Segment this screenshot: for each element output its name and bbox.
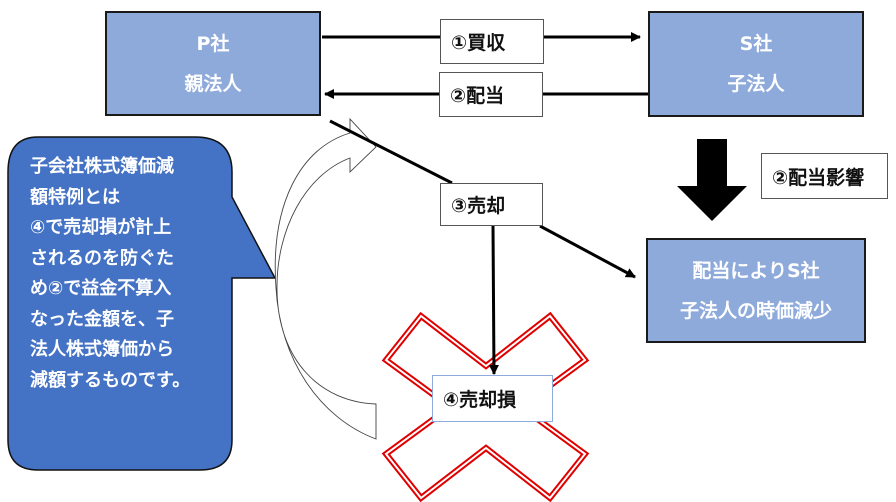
subsidiary-box: S社 子法人: [648, 11, 864, 117]
curved-arrow-icon: [274, 117, 377, 440]
loss-arrow: [488, 225, 499, 375]
parent-company-name: P社: [196, 32, 230, 55]
dividend-effect-label: ②配当影響: [761, 153, 888, 199]
acquisition-label: ①買収: [440, 19, 544, 64]
loss-label: ④売却損: [432, 375, 553, 422]
down-arrow-icon: [677, 139, 747, 221]
subsidiary-role: 子法人: [727, 73, 785, 95]
value-decrease-arrow: [539, 224, 636, 279]
callout-bubble: [7, 136, 277, 471]
value-decrease-line1: 配当によりS社: [692, 259, 820, 282]
value-decrease-box: 配当によりS社 子法人の時価減少: [646, 238, 866, 343]
value-decrease-line2: 子法人の時価減少: [679, 299, 832, 322]
sale-line: [329, 119, 453, 185]
sale-label: ③売却: [440, 183, 543, 226]
callout-text: 子会社株式簿価減 額特例とは ④で売却損が計上 されるのを防ぐた め②で益金不算…: [30, 156, 191, 391]
cross-mark-icon: [381, 311, 590, 502]
dividend-label: ②配当: [439, 72, 543, 117]
parent-company-box: P社 親法人: [105, 11, 321, 116]
subsidiary-name: S社: [739, 33, 773, 55]
parent-company-role: 親法人: [184, 72, 242, 95]
